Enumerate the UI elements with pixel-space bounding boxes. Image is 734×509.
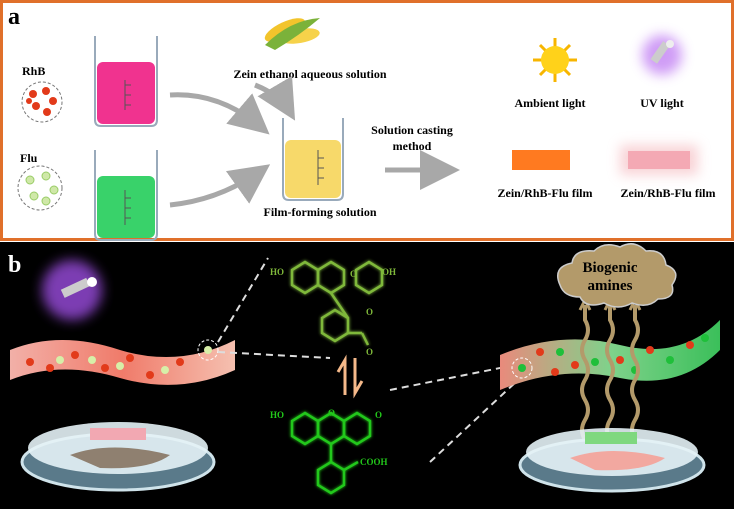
open-form-labels: HO O O COOH — [270, 408, 388, 467]
film-on-shrimp — [585, 432, 637, 444]
zein-label: Zein ethanol aqueous solution — [233, 67, 386, 81]
flu-molecule-zoom — [17, 165, 63, 211]
film-ribbon-left — [10, 339, 235, 385]
film-on-shrimp — [90, 428, 146, 440]
corn-icon — [264, 18, 320, 50]
ambient-light-label: Ambient light — [514, 96, 585, 110]
open-form-ring-o: O — [328, 408, 335, 418]
zoom-lines-left — [217, 257, 331, 359]
panel-a-label: a — [8, 4, 20, 30]
lactone-structure — [290, 260, 384, 346]
equilibrium-arrow — [336, 354, 364, 399]
film-uv-label: Zein/RhB-Flu film — [620, 186, 715, 200]
lactone-ester-o: O — [366, 307, 373, 317]
film-forming-label: Film-forming solution — [264, 205, 377, 219]
process-arrows — [169, 76, 460, 208]
petri-dish-left — [20, 422, 216, 492]
shrimp-icon — [70, 447, 170, 469]
rhb-molecule-zoom — [21, 81, 63, 123]
lactone-carbonyl-o: O — [366, 347, 373, 357]
lactone-ring-o: O — [350, 269, 357, 279]
sun-icon — [533, 38, 577, 82]
panel-b: b HO — [0, 242, 734, 509]
flu-label: Flu — [20, 151, 38, 165]
panel-a: a RhB Flu Zein ethanol aqueous solution — [0, 0, 734, 241]
lactone-labels: HO OH O O O — [270, 267, 396, 357]
film-uv — [628, 151, 690, 169]
uv-flashlight-icon — [42, 260, 102, 320]
zoom-lines-right — [389, 364, 519, 463]
film-ambient-label: Zein/RhB-Flu film — [497, 186, 592, 200]
film-ambient — [512, 150, 570, 170]
casting-label-line2: method — [393, 139, 432, 153]
film-forming-beaker — [282, 118, 344, 201]
panel-b-label: b — [8, 252, 21, 278]
casting-label-line1: Solution casting — [371, 123, 453, 137]
lactone-oh: OH — [382, 267, 396, 277]
flu-beaker — [94, 150, 158, 241]
open-form-ho: HO — [270, 410, 284, 420]
rhb-beaker — [94, 36, 158, 127]
biogenic-amines-cloud: Biogenic amines — [557, 243, 677, 308]
petri-dish-right — [518, 428, 706, 493]
open-form-structure — [290, 411, 372, 495]
cloud-text-line1: Biogenic — [583, 260, 638, 276]
cloud-text-line2: amines — [588, 278, 633, 294]
shrimp-icon — [570, 451, 665, 471]
open-form-carbonyl-o: O — [375, 410, 382, 420]
uv-light-label: UV light — [640, 96, 683, 110]
lactone-ho: HO — [270, 267, 284, 277]
rhb-label: RhB — [22, 64, 45, 78]
uv-flashlight-icon — [642, 35, 682, 75]
open-form-cooh: COOH — [360, 457, 388, 467]
